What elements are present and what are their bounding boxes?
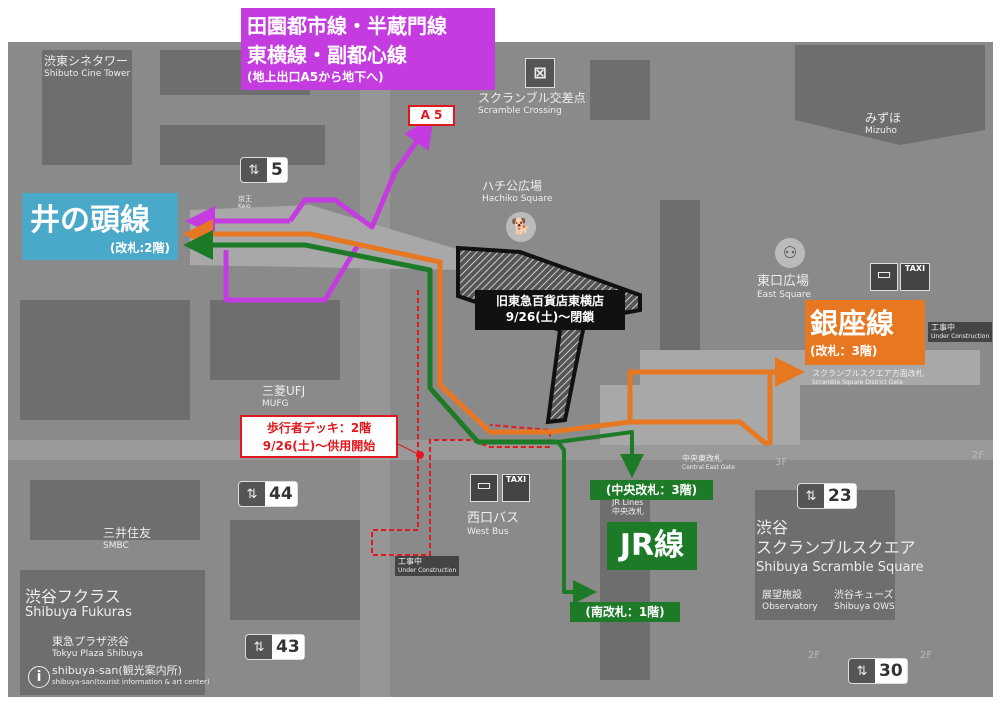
- floor-2f: 2F: [808, 650, 821, 661]
- exit-a5-label: A 5: [408, 105, 455, 126]
- route-purple-loop: [223, 243, 361, 303]
- bus-icon: ▭: [870, 263, 898, 291]
- exit-5: ⇅5: [240, 157, 288, 183]
- hachiko-dog-icon: 🐕: [506, 212, 536, 242]
- exit-30: ⇅30: [848, 658, 908, 684]
- escalator-icon: ⇅: [248, 162, 260, 178]
- deck-name: 歩行者デッキ：2階: [266, 421, 372, 435]
- escalator-icon: ⇅: [253, 639, 265, 655]
- jr-central-gate-label: (中央改札：3階): [590, 480, 713, 500]
- purple-line2: 東横線・副都心線: [247, 43, 407, 67]
- route-green-inokashira: [183, 230, 558, 445]
- route-orange-inokashira: [183, 219, 550, 435]
- exit-43: ⇅43: [245, 634, 305, 660]
- deck-date: 9/26(土)〜供用開始: [262, 439, 376, 453]
- ginza-name: 銀座線: [810, 307, 895, 340]
- place-shibuya-san: shibuya-san(観光案内所)shibuya-san(tourist in…: [52, 664, 210, 686]
- floor-3f: 3F: [775, 457, 788, 468]
- exit-44: ⇅44: [238, 481, 298, 507]
- toyoko-date: 9/26(土)〜閉鎖: [505, 310, 595, 324]
- route-green-central-gate: [557, 430, 644, 478]
- taxi-icon: TAXI: [900, 263, 930, 291]
- escalator-icon: ⇅: [856, 663, 868, 679]
- purple-note: (地上出口A5から地下へ): [247, 70, 384, 84]
- bus-icon-west: ▭: [470, 474, 498, 502]
- ginza-gate: (改札：3階): [810, 344, 878, 358]
- floor-2f: 2F: [920, 650, 933, 661]
- info-icon: i: [28, 666, 50, 688]
- meeting-people-icon: ⚇: [775, 238, 805, 268]
- route-green-south-gate: [556, 440, 597, 604]
- jr-south-gate-label: (南改札：1階): [570, 602, 680, 622]
- ginza-line-label: 銀座線 (改札：3階): [805, 300, 925, 365]
- route-purple-a5: [287, 117, 434, 230]
- deck-leader-line: [397, 443, 421, 456]
- deck-opening-notice: 歩行者デッキ：2階 9/26(土)〜供用開始: [240, 415, 398, 458]
- inokashira-name: 井の頭線: [30, 203, 150, 238]
- inokashira-gate: (改札:2階): [109, 241, 170, 255]
- escalator-icon: ⇅: [805, 488, 817, 504]
- taxi-icon-west: TAXI: [502, 474, 530, 502]
- inokashira-line-label: 井の頭線 (改札:2階): [22, 193, 178, 260]
- route-orange-ginza: [627, 357, 805, 422]
- exit-23: ⇅23: [797, 483, 857, 509]
- floor-2f: 2F: [972, 450, 985, 461]
- purple-line1: 田園都市線・半蔵門線: [247, 14, 447, 38]
- toyoko-closure-notice: 旧東急百貨店東横店 9/26(土)〜閉鎖: [475, 290, 625, 330]
- jr-line-label: JR線: [607, 522, 697, 570]
- route-orange-loop: [549, 372, 773, 446]
- toyoko-name: 旧東急百貨店東横店: [495, 294, 604, 308]
- scramble-crossing-icon: ⊠: [525, 58, 555, 88]
- escalator-icon: ⇅: [246, 486, 258, 502]
- purple-lines-label: 田園都市線・半蔵門線 東横線・副都心線 (地上出口A5から地下へ): [241, 8, 495, 90]
